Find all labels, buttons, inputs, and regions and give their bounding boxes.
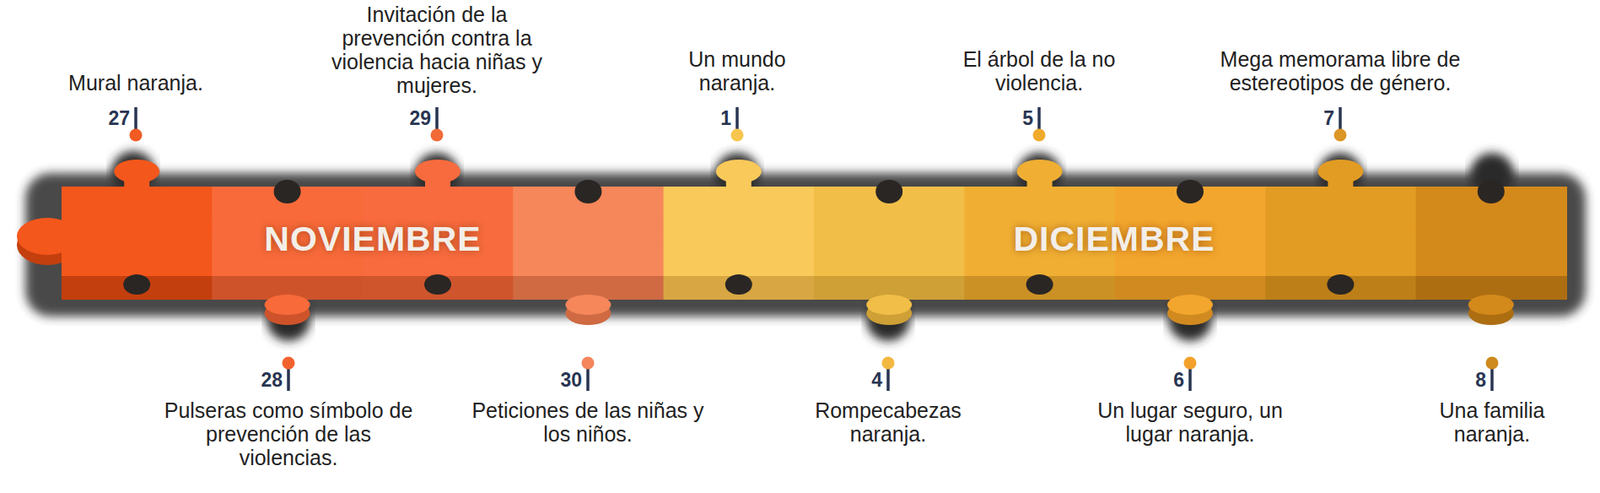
tick-stick xyxy=(435,107,439,130)
event-label: Mega memorama libre de estereotipos de g… xyxy=(1213,47,1467,95)
event-label: Rompecabezas naranja. xyxy=(803,398,973,446)
timeline-dot xyxy=(1334,129,1347,142)
event-label: El árbol de la no violencia. xyxy=(942,47,1137,95)
band-part xyxy=(1167,294,1213,315)
band-part xyxy=(1477,179,1505,204)
event-label: Invitación de la prevención contra la vi… xyxy=(314,2,560,97)
event-label: Mural naranja. xyxy=(38,70,233,95)
event-label: Un lugar seguro, un lugar naranja. xyxy=(1088,398,1292,446)
month-band: NOVIEMBRE xyxy=(255,215,490,263)
callout-number: 1 xyxy=(720,107,732,130)
band-part xyxy=(725,274,753,295)
timeline-dot xyxy=(581,356,595,370)
shadow-shape xyxy=(25,172,1586,317)
band-part xyxy=(1176,179,1204,204)
event-label: Una familia naranja. xyxy=(1418,398,1567,446)
band-part xyxy=(716,159,762,184)
callout-number: 28 xyxy=(260,368,283,391)
band-part xyxy=(123,274,151,295)
timeline-dot xyxy=(731,129,744,142)
band-part xyxy=(663,186,815,276)
band-part xyxy=(424,274,452,295)
band-part xyxy=(1017,159,1063,184)
tick-stick xyxy=(134,107,138,130)
band-part xyxy=(866,294,912,315)
timeline-dot xyxy=(882,356,895,370)
band-part xyxy=(1265,186,1417,276)
puzzle-band xyxy=(16,159,1568,325)
timeline-dot xyxy=(129,129,143,142)
event-label: Un mundo naranja. xyxy=(668,47,808,95)
band-part xyxy=(1317,159,1363,184)
month-label: NOVIEMBRE xyxy=(263,219,481,259)
callout-number: 27 xyxy=(107,107,130,130)
callout-number: 6 xyxy=(1173,368,1185,391)
tick-stick xyxy=(1037,107,1041,130)
callout-number: 29 xyxy=(409,107,431,130)
timeline-dot xyxy=(1486,356,1499,370)
tick-stick xyxy=(1338,107,1342,130)
band-shadow xyxy=(25,150,1586,341)
callout-number: 8 xyxy=(1475,368,1487,391)
callout-number: 5 xyxy=(1022,107,1034,130)
timeline-dot xyxy=(1033,129,1046,142)
callout-number: 4 xyxy=(871,368,883,391)
tick-stick xyxy=(1188,368,1192,391)
event-label: Peticiones de las niñas y los niños. xyxy=(461,398,715,446)
band-part xyxy=(1468,294,1514,315)
month-label: DICIEMBRE xyxy=(1012,219,1215,259)
band-part xyxy=(565,294,611,315)
band-part xyxy=(1326,274,1354,295)
band-part xyxy=(274,179,302,204)
callout-number: 7 xyxy=(1323,107,1335,130)
tick-stick xyxy=(586,368,590,391)
band-part xyxy=(875,179,903,204)
tick-stick xyxy=(886,368,890,391)
band-part xyxy=(1026,274,1054,295)
band-part xyxy=(414,159,461,184)
tick-stick xyxy=(286,368,291,391)
timeline-marks xyxy=(129,107,1499,391)
band-part xyxy=(264,294,311,315)
timeline-dot xyxy=(282,356,296,370)
timeline-dot xyxy=(1184,356,1197,370)
event-label: Pulseras como símbolo de prevención de l… xyxy=(161,398,415,469)
timeline-dot xyxy=(430,129,444,142)
tick-stick xyxy=(735,107,739,130)
month-band: DICIEMBRE xyxy=(1004,215,1223,263)
tick-stick xyxy=(1490,368,1494,391)
band-part xyxy=(113,159,160,184)
callout-number: 30 xyxy=(560,368,582,391)
band-part xyxy=(574,179,602,204)
band-part xyxy=(61,186,213,276)
